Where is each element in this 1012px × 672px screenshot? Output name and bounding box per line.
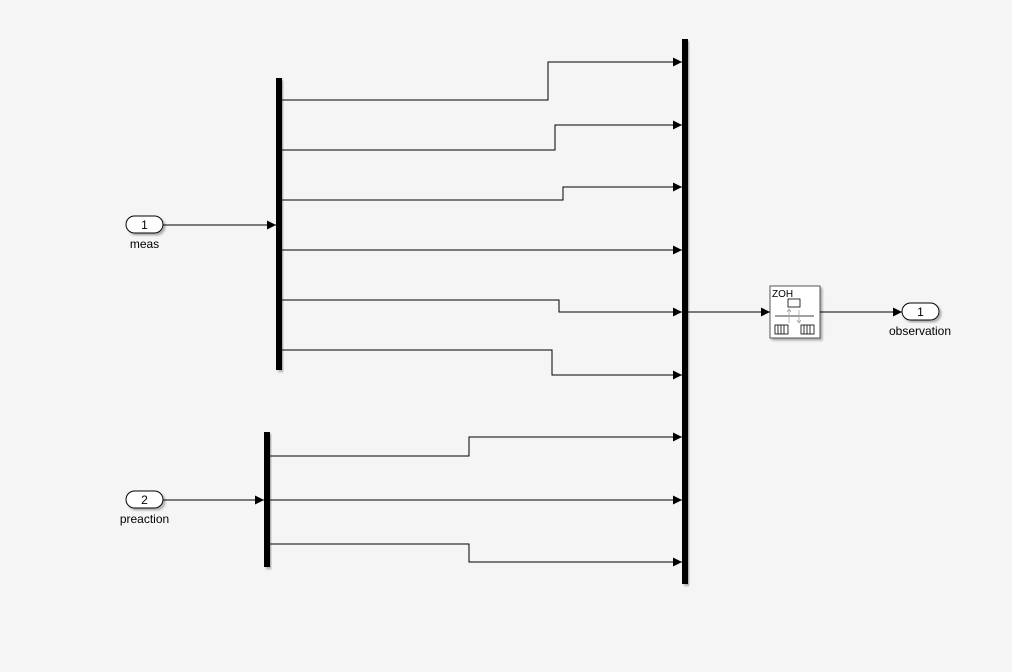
demux-preaction-block[interactable]	[264, 432, 270, 567]
signal-meas-3[interactable]	[282, 182, 682, 201]
signal-meas-1[interactable]	[282, 57, 682, 101]
demux-meas-block[interactable]	[276, 78, 282, 370]
mux-block[interactable]	[682, 39, 688, 584]
outport-observation[interactable]: 1 observation	[889, 302, 951, 338]
signal-lines	[163, 57, 902, 567]
zoh-block-label: ZOH	[772, 289, 793, 300]
inport-meas-number: 1	[141, 218, 148, 232]
signal-meas-6[interactable]	[282, 349, 682, 380]
outport-observation-number: 1	[917, 305, 924, 319]
inport-preaction-number: 2	[141, 493, 148, 507]
inport-meas[interactable]: 1 meas	[125, 215, 164, 251]
zoh-icon	[774, 298, 815, 335]
signal-preaction-1[interactable]	[270, 432, 682, 457]
signal-preaction-3[interactable]	[270, 543, 682, 567]
inport-preaction[interactable]: 2 preaction	[120, 490, 169, 526]
outport-observation-label: observation	[889, 324, 951, 338]
inport-meas-label: meas	[130, 237, 159, 251]
signal-meas-5[interactable]	[282, 299, 682, 317]
signal-meas-2[interactable]	[282, 120, 682, 151]
zoh-block[interactable]: ZOH	[769, 285, 821, 339]
inport-preaction-label: preaction	[120, 512, 169, 526]
